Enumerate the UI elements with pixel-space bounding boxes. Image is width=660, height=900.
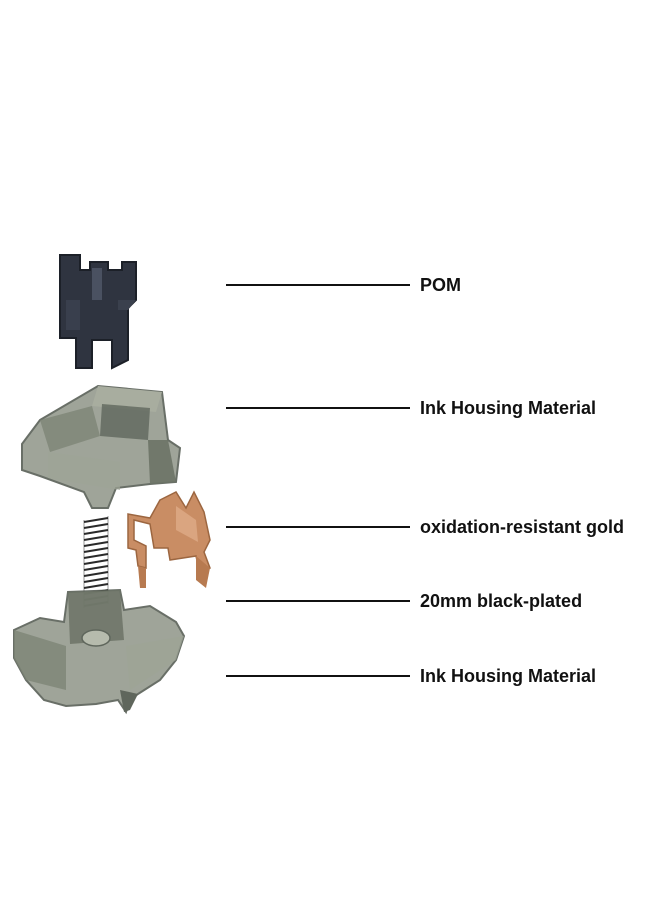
label-top-housing: Ink Housing Material <box>420 398 597 418</box>
leader-line-bottom-housing <box>226 675 410 677</box>
label-bottom-housing: Ink Housing Material <box>420 666 597 686</box>
top-housing-part <box>21 384 182 509</box>
label-spring: 20mm black-plated <box>420 591 583 611</box>
contact-leaf-part <box>127 490 211 588</box>
spring-part <box>83 516 109 608</box>
leader-line-contact-leaf <box>226 526 410 528</box>
bottom-housing-part <box>13 588 186 715</box>
label-contact-leaf: oxidation-resistant gold <box>420 517 625 537</box>
stem-part <box>59 254 137 370</box>
leader-line-stem <box>226 284 410 286</box>
label-stem: POM <box>420 275 462 295</box>
leader-line-spring <box>226 600 410 602</box>
leader-line-top-housing <box>226 407 410 409</box>
